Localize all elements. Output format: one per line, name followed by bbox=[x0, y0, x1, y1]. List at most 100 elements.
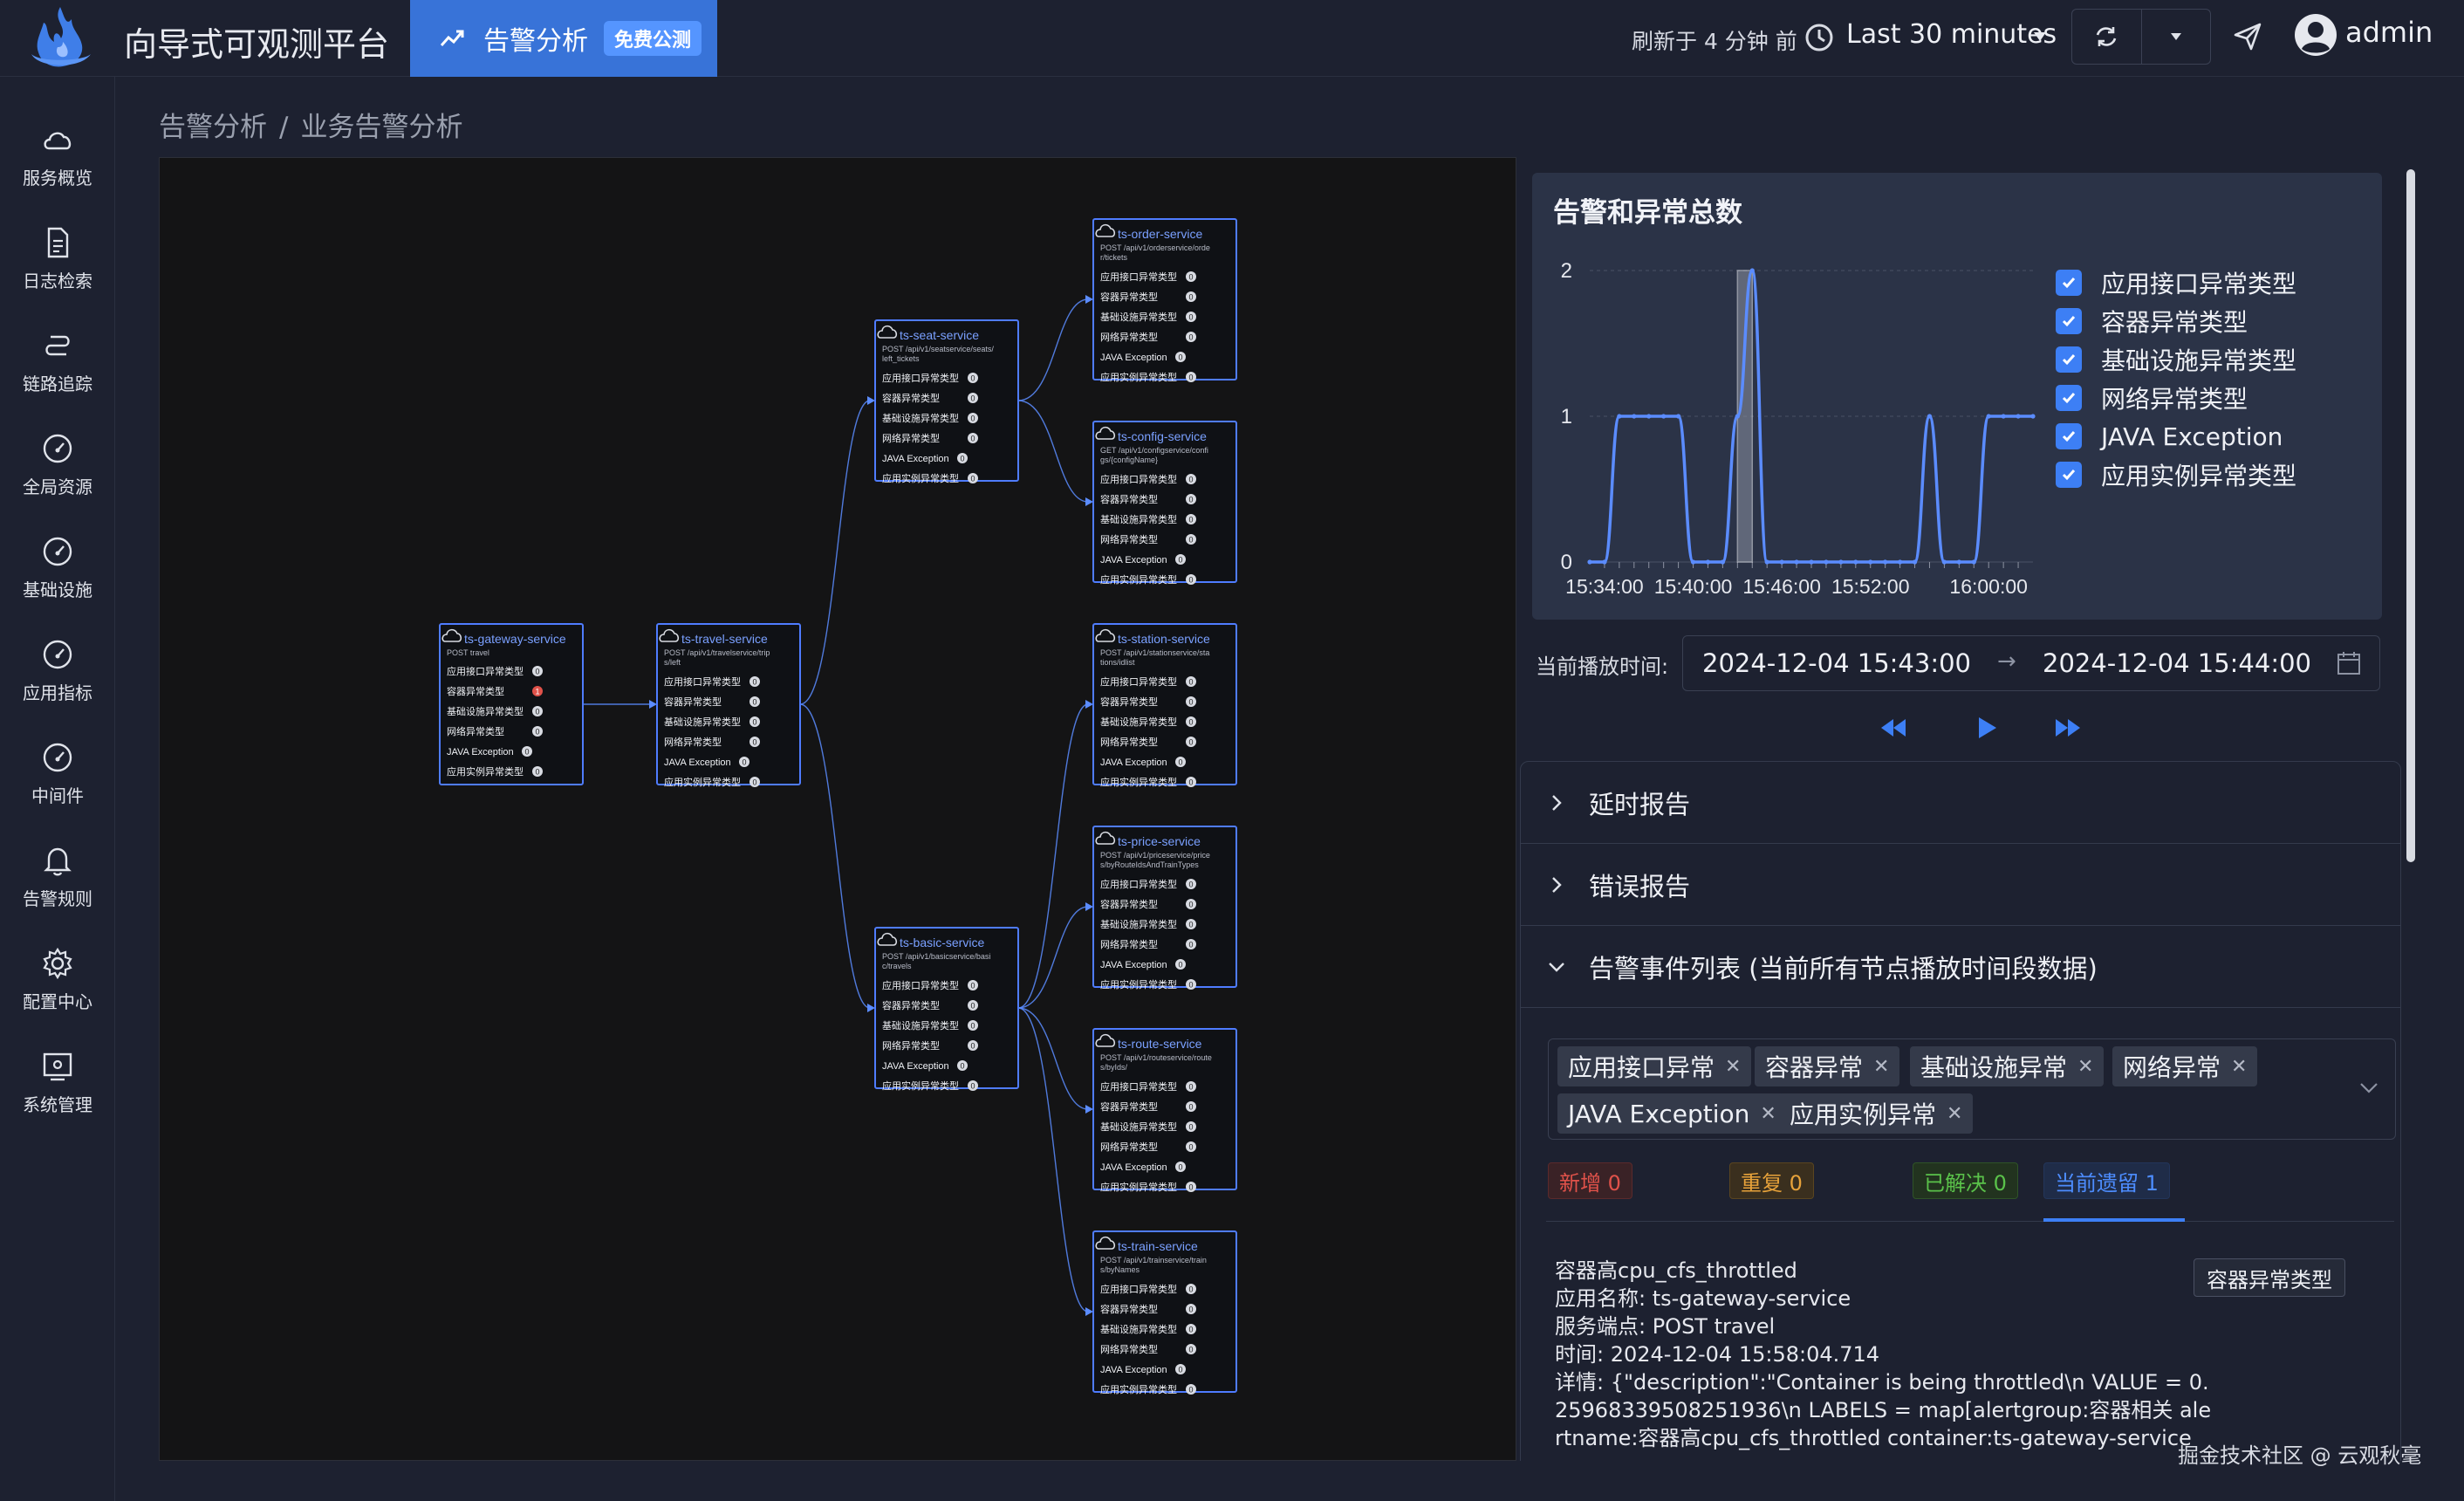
calendar-icon[interactable] bbox=[2336, 650, 2362, 676]
node-row-label: 应用实例异常类型 bbox=[1100, 371, 1177, 383]
checkbox-checked-icon[interactable] bbox=[2056, 346, 2082, 373]
edge-arrow bbox=[1085, 295, 1093, 304]
caret-down-icon[interactable] bbox=[2033, 31, 2047, 42]
legend-item[interactable]: 应用实例异常类型 bbox=[2056, 456, 2296, 494]
checkbox-checked-icon[interactable] bbox=[2056, 385, 2082, 411]
range-end[interactable]: 2024-12-04 15:44:00 bbox=[2043, 648, 2311, 678]
legend-label: 基础设施异常类型 bbox=[2101, 346, 2297, 375]
count-badge bbox=[532, 726, 543, 737]
node-title: ts-station-service bbox=[1118, 632, 1210, 646]
status-tab[interactable]: 已解决 0 bbox=[1913, 1162, 2018, 1199]
node-endpoint: POST /api/v1/travelservice/trip bbox=[664, 648, 770, 657]
alert-type-filter-select[interactable]: 应用接口异常✕ 容器异常✕ 基础设施异常✕ 网络异常✕ JAVA Excepti… bbox=[1548, 1038, 2396, 1140]
time-range-picker[interactable]: Last 30 minutes bbox=[1846, 19, 2057, 50]
legend-item[interactable]: 容器异常类型 bbox=[2056, 302, 2296, 340]
sidebar-item-tracing[interactable]: 链路追踪 bbox=[0, 318, 115, 414]
chevron-down-icon[interactable] bbox=[2358, 1081, 2379, 1095]
sidebar-item-log-search[interactable]: 日志检索 bbox=[0, 215, 115, 311]
username[interactable]: admin bbox=[2345, 16, 2433, 49]
legend-item[interactable]: JAVA Exception bbox=[2056, 417, 2296, 456]
checkbox-checked-icon[interactable] bbox=[2056, 308, 2082, 334]
sidebar-item-config-center[interactable]: 配置中心 bbox=[0, 936, 115, 1032]
legend-item[interactable]: 网络异常类型 bbox=[2056, 379, 2296, 417]
count-value: 0 bbox=[1188, 1285, 1193, 1294]
collapse-latency-report[interactable]: 延时报告 bbox=[1521, 762, 2400, 844]
chart-legend: 应用接口异常类型 容器异常类型 基础设施异常类型 网络异常类型 JAVA Exc… bbox=[2056, 264, 2296, 494]
user-avatar-icon[interactable] bbox=[2293, 12, 2338, 58]
filter-tag[interactable]: JAVA Exception✕ bbox=[1557, 1093, 1787, 1134]
filter-tag[interactable]: 应用实例异常 ✕ bbox=[1779, 1093, 1974, 1134]
tag-label: 应用实例异常 bbox=[1790, 1100, 1937, 1129]
refresh-button[interactable] bbox=[2072, 10, 2141, 64]
collapse-alert-event-list[interactable]: 告警事件列表 (当前所有节点播放时间段数据) bbox=[1521, 926, 2400, 1008]
rewind-icon[interactable] bbox=[1874, 709, 1913, 747]
nav-tab-alert-analysis[interactable]: 告警分析 免费公测 bbox=[410, 0, 717, 77]
filter-tag[interactable]: 网络异常✕ bbox=[2112, 1046, 2258, 1086]
sidebar-item-middleware[interactable]: 中间件 bbox=[0, 730, 115, 826]
count-value: 0 bbox=[1188, 1143, 1193, 1152]
playback-range-picker[interactable]: 2024-12-04 15:43:00 → 2024-12-04 15:44:0… bbox=[1682, 635, 2380, 691]
gauge-icon bbox=[43, 537, 72, 566]
alert-event-item[interactable]: 容器高cpu_cfs_throttled 应用名称: ts-gateway-se… bbox=[1555, 1257, 2218, 1452]
node-endpoint: r/tickets bbox=[1100, 253, 1128, 262]
close-icon[interactable]: ✕ bbox=[1873, 1055, 1890, 1078]
close-icon[interactable]: ✕ bbox=[1947, 1102, 1963, 1125]
sidebar-item-app-metrics[interactable]: 应用指标 bbox=[0, 627, 115, 723]
collapse-error-report[interactable]: 错误报告 bbox=[1521, 844, 2400, 926]
filter-tag[interactable]: 基础设施异常✕ bbox=[1910, 1046, 2105, 1086]
count-value: 1 bbox=[535, 688, 539, 696]
filter-tag[interactable]: 容器异常✕ bbox=[1755, 1046, 1900, 1086]
node-endpoint: POST /api/v1/stationservice/sta bbox=[1100, 648, 1209, 657]
count-badge bbox=[1186, 494, 1196, 504]
close-icon[interactable]: ✕ bbox=[1760, 1102, 1776, 1125]
checkbox-checked-icon[interactable] bbox=[2056, 423, 2082, 449]
topology-edge bbox=[1017, 400, 1089, 503]
sidebar-item-alert-rules[interactable]: 告警规则 bbox=[0, 833, 115, 929]
edge-arrow bbox=[1085, 902, 1093, 911]
share-icon[interactable] bbox=[2232, 21, 2263, 52]
sidebar-item-service-overview[interactable]: 服务概览 bbox=[0, 112, 115, 208]
play-icon[interactable] bbox=[1967, 709, 2005, 747]
close-icon[interactable]: ✕ bbox=[2077, 1055, 2094, 1078]
series-point bbox=[1971, 559, 1976, 565]
status-tab[interactable]: 新增 0 bbox=[1548, 1162, 1632, 1199]
count-value: 0 bbox=[1188, 981, 1193, 990]
series-point bbox=[1912, 559, 1918, 565]
sidebar-item-global-resources[interactable]: 全局资源 bbox=[0, 421, 115, 517]
range-start[interactable]: 2024-12-04 15:43:00 bbox=[1702, 648, 1971, 678]
status-tab[interactable]: 当前遗留 1 bbox=[2043, 1162, 2170, 1199]
legend-item[interactable]: 应用接口异常类型 bbox=[2056, 264, 2296, 302]
status-tab[interactable]: 重复 0 bbox=[1729, 1162, 1814, 1199]
close-icon[interactable]: ✕ bbox=[2231, 1055, 2248, 1078]
y-tick-label: 0 bbox=[1561, 551, 1572, 574]
filter-tag[interactable]: 应用接口异常✕ bbox=[1557, 1046, 1752, 1086]
breadcrumb-item[interactable]: 告警分析 bbox=[159, 112, 267, 143]
count-badge bbox=[1186, 1304, 1196, 1314]
fast-forward-icon[interactable] bbox=[2049, 709, 2087, 747]
event-endpoint: 服务端点: POST travel bbox=[1555, 1314, 1776, 1339]
clock-icon[interactable] bbox=[1804, 23, 1834, 52]
right-panel-scrollbar-thumb[interactable] bbox=[2406, 169, 2415, 862]
count-value: 0 bbox=[1188, 1386, 1193, 1395]
close-icon[interactable]: ✕ bbox=[1725, 1055, 1742, 1078]
legend-item[interactable]: 基础设施异常类型 bbox=[2056, 340, 2296, 379]
checkbox-checked-icon[interactable] bbox=[2056, 462, 2082, 488]
sidebar-item-system-admin[interactable]: 系统管理 bbox=[0, 1038, 115, 1134]
refresh-interval-dropdown[interactable] bbox=[2140, 10, 2211, 64]
sidebar-item-infrastructure[interactable]: 基础设施 bbox=[0, 524, 115, 620]
checkbox-checked-icon[interactable] bbox=[2056, 270, 2082, 296]
count-value: 0 bbox=[742, 758, 746, 767]
